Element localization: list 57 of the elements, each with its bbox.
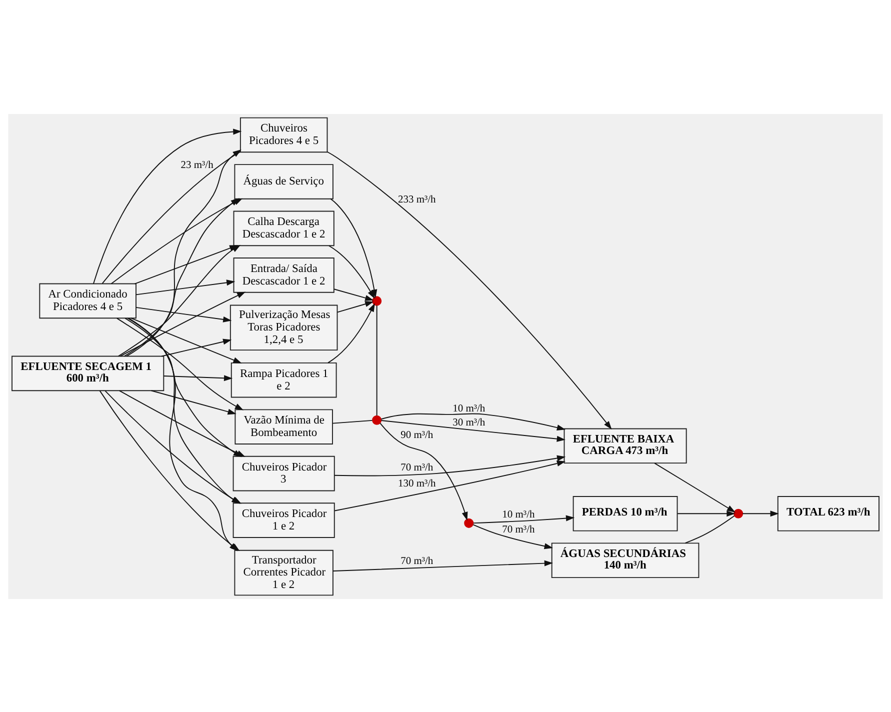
edge-label: 90 m³/h xyxy=(400,430,434,441)
arrow xyxy=(163,374,233,381)
edge-label: 10 m³/h xyxy=(502,508,535,520)
arrow xyxy=(472,524,553,549)
node-box: Pulverização Mesas Toras Picadores 1,2,4 e 5 xyxy=(230,304,338,350)
arrow xyxy=(126,148,242,356)
arrow xyxy=(136,279,236,295)
arrow xyxy=(337,300,374,312)
arrow xyxy=(380,422,468,520)
node-box: Rampa Picadores 1 e 2 xyxy=(230,362,337,398)
connector xyxy=(102,150,241,284)
connector xyxy=(684,514,735,544)
node-box: ÁGUAS SECUNDÁRIAS 140 m³/h xyxy=(551,542,700,578)
connector xyxy=(376,304,378,416)
arrow xyxy=(677,510,736,516)
node-box: Chuveiros Picadores 4 e 5 xyxy=(240,116,328,152)
edge-label: 70 m³/h xyxy=(400,462,434,474)
node-box: Chuveiros Picador 3 xyxy=(232,455,335,491)
edge-label: 10 m³/h xyxy=(452,402,486,414)
arrow xyxy=(334,454,566,476)
connector xyxy=(332,419,373,424)
node-box: EFLUENTE BAIXA CARGA 473 m³/h xyxy=(564,428,687,464)
arrow xyxy=(328,302,375,363)
arrow xyxy=(116,317,244,410)
node-box: Águas de Serviço xyxy=(234,164,334,199)
edge-label: 233 m³/h xyxy=(398,194,436,206)
node-box: Vazão Mínima de Bombeamento xyxy=(234,408,333,444)
edge-label: 70 m³/h xyxy=(400,555,434,566)
node-circle xyxy=(372,296,382,306)
node-circle xyxy=(734,508,744,518)
arrow xyxy=(120,291,246,356)
arrow xyxy=(326,150,612,430)
arrow xyxy=(332,560,553,571)
node-box: Transportador Correntes Picador 1 e 2 xyxy=(234,549,334,596)
node-box: Calha Descarga Descascador 1 e 2 xyxy=(233,210,334,246)
edge-label: 23 m³/h xyxy=(180,160,214,171)
node-box: PERDAS 10 m³/h xyxy=(572,496,678,531)
arrow xyxy=(472,514,575,524)
node-circle xyxy=(464,518,474,528)
arrow xyxy=(161,338,232,356)
edge-label: 130 m³/h xyxy=(398,478,436,490)
node-box: Chuveiros Picador 1 e 2 xyxy=(232,502,335,538)
arrow xyxy=(654,462,736,512)
arrow xyxy=(742,510,779,516)
arrow xyxy=(130,317,242,363)
arrow xyxy=(380,412,566,430)
node-box: Entrada/ Saída Descascador 1 e 2 xyxy=(233,257,334,292)
node-box: Ar Condicionado Picadores 4 e 5 xyxy=(39,282,136,318)
arrow xyxy=(334,460,566,511)
edge-label: 70 m³/h xyxy=(502,524,535,536)
node-box: EFLUENTE SECAGEM 1 600 m³/h xyxy=(12,355,164,391)
node-circle xyxy=(372,414,382,424)
arrow xyxy=(380,420,566,442)
edge-label: 30 m³/h xyxy=(452,417,486,428)
arrow xyxy=(150,390,236,414)
node-box: TOTAL 623 m³/h xyxy=(777,496,880,531)
arrow xyxy=(136,306,232,322)
